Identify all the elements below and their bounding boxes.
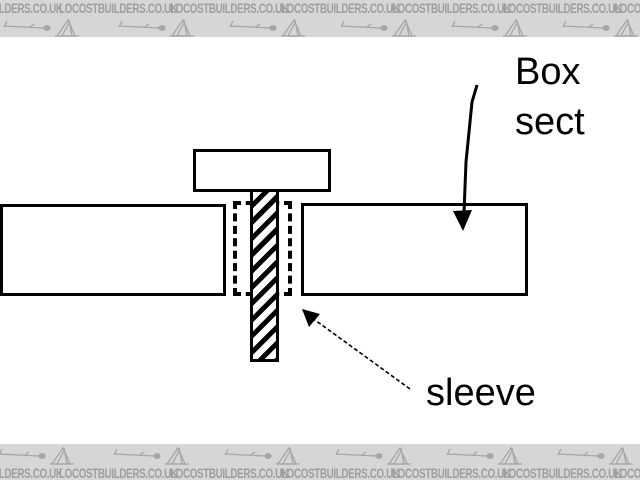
watermark-text: LOCOSTBUILDERS.CO.UK [503, 466, 623, 480]
bolt-hatched [250, 189, 279, 362]
watermark-text: LOCOSTBUILDERS.CO.UK [281, 1, 401, 16]
box-section-left [0, 204, 226, 296]
watermark-text: LOCOSTBUILDERS.CO.UK [0, 466, 63, 480]
watermark-car-row [0, 17, 640, 37]
watermark-text-row: LOCOSTBUILDERS.CO.UK LOCOSTBUILDERS.CO.U… [0, 0, 640, 17]
box-sect-label-line1: Box [515, 51, 581, 93]
watermark-banner-bottom: LOCOSTBUILDERS.CO.UK LOCOSTBUILDERS.CO.U… [0, 444, 640, 480]
kit-car-sketch-icon [118, 18, 195, 37]
kit-car-sketch-icon [451, 18, 528, 37]
watermark-car-row [0, 444, 640, 466]
kit-car-sketch-icon [557, 446, 634, 465]
watermark-text: LOCOSTBUILDERS.CO.UK [0, 1, 63, 16]
watermark-text: LOCOSTBUILDERS.CO.UK [392, 1, 512, 16]
watermark-text: LOCOSTBUILDERS.CO.UK [59, 466, 179, 480]
kit-car-sketch-icon [562, 18, 639, 37]
watermark-text-row: LOCOSTBUILDERS.CO.UK LOCOSTBUILDERS.CO.U… [0, 466, 640, 480]
up-left-arrowhead-icon [302, 309, 320, 327]
kit-car-sketch-icon [446, 446, 523, 465]
kit-car-sketch-icon [340, 18, 417, 37]
box-sect-label-line2: sect [515, 101, 585, 143]
kit-car-sketch-icon [229, 18, 306, 37]
kit-car-sketch-icon [224, 446, 301, 465]
box-sect-label: Box sect [515, 47, 585, 147]
watermark-text: LOCOSTBUILDERS.CO.UK [392, 466, 512, 480]
box-section-right [301, 203, 528, 296]
watermark-text: LOCOSTBUILDERS.CO.UK [503, 1, 623, 16]
watermark-text: LOCOSTBUILDERS.CO.UK [170, 466, 290, 480]
watermark-text: LOCOSTBUILDERS.CO.UK [614, 466, 640, 480]
watermark-text: LOCOSTBUILDERS.CO.UK [170, 1, 290, 16]
kit-car-sketch-icon [113, 446, 190, 465]
kit-car-sketch-icon [0, 446, 74, 465]
watermark-text: LOCOSTBUILDERS.CO.UK [59, 1, 179, 16]
watermark-text: LOCOSTBUILDERS.CO.UK [281, 466, 401, 480]
sleeve-label: sleeve [426, 372, 536, 414]
watermark-banner-top: LOCOSTBUILDERS.CO.UK LOCOSTBUILDERS.CO.U… [0, 0, 640, 37]
top-plate [193, 149, 331, 192]
sleeve-arrow [302, 309, 411, 390]
kit-car-sketch-icon [3, 18, 79, 37]
kit-car-sketch-icon [335, 446, 412, 465]
watermark-text: LOCOSTBUILDERS.CO.UK [614, 1, 640, 16]
